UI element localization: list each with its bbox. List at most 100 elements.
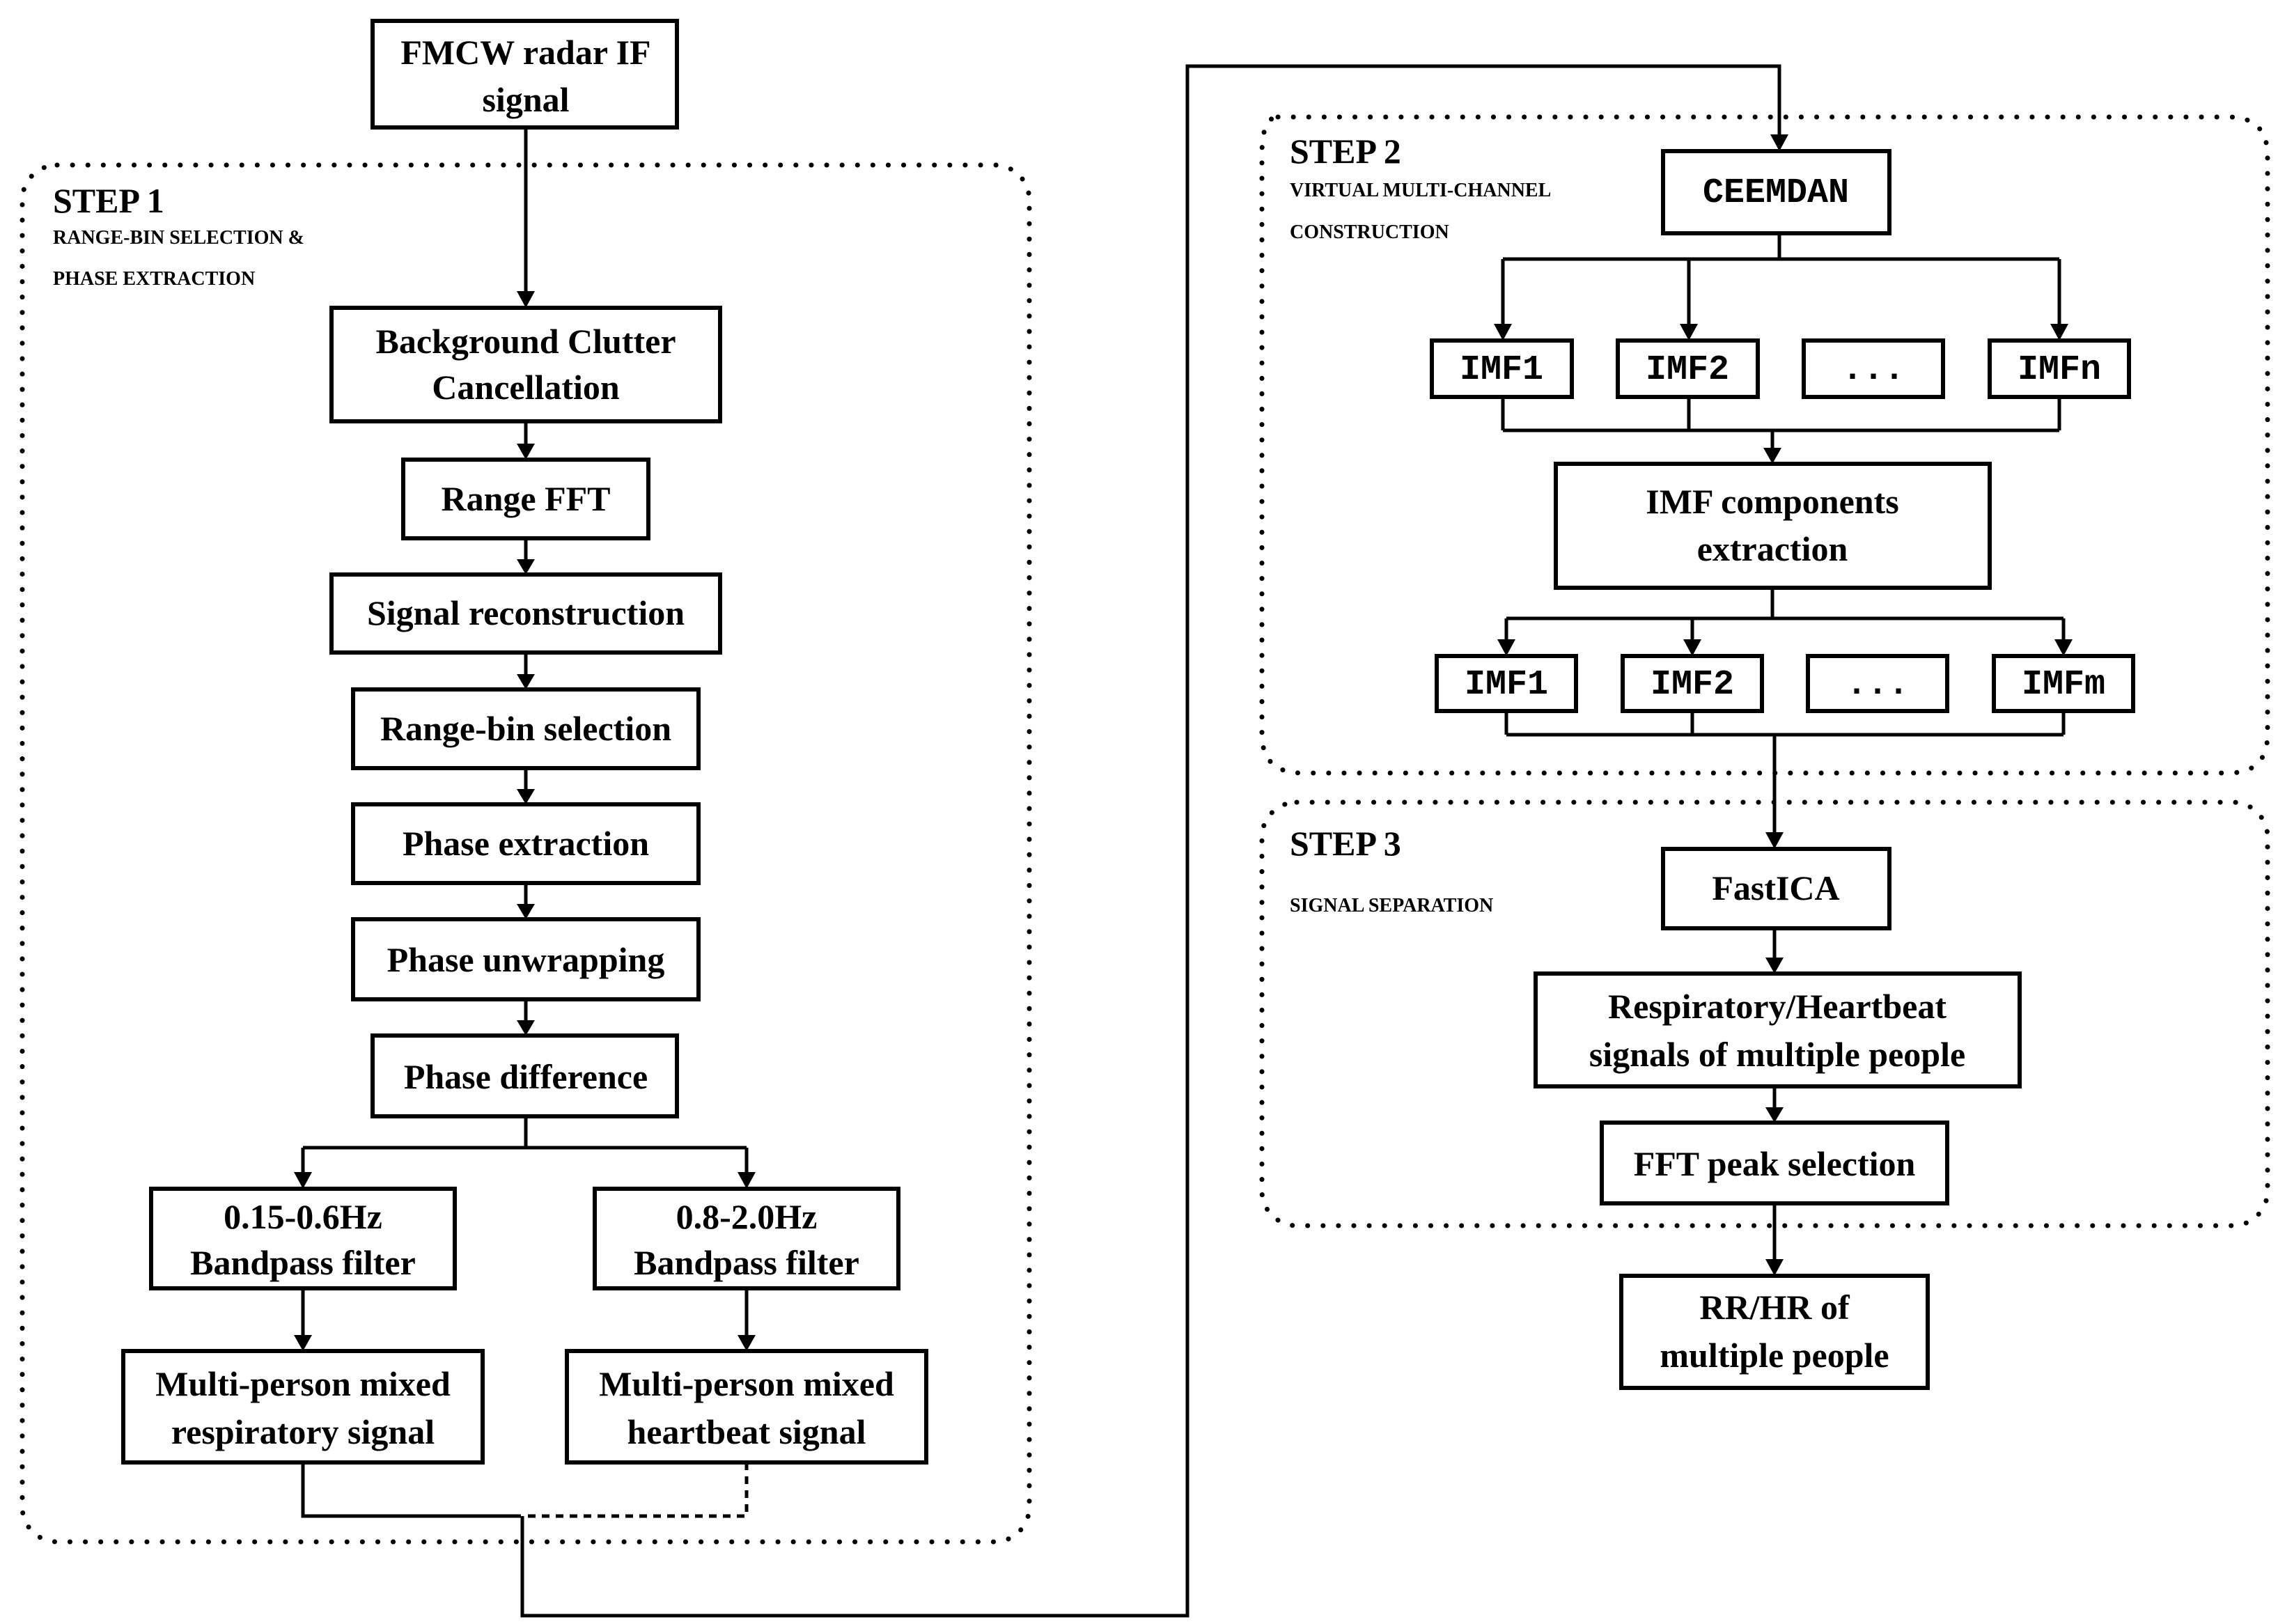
imf-row1-label-1: IMF1 — [1460, 350, 1543, 390]
arrowhead — [294, 1335, 312, 1351]
range-bin-selection-box: Range-bin selection — [351, 687, 701, 770]
arrowhead — [1494, 324, 1512, 341]
respiratory-heartbeat-line1: Respiratory/Heartbeat — [1608, 987, 1947, 1026]
arrowhead — [1765, 1259, 1784, 1276]
imf-row1-label-2: IMF2 — [1646, 350, 1729, 390]
imf-row2-label-2: IMF2 — [1651, 665, 1734, 705]
phase-difference-label: Phase difference — [404, 1057, 648, 1096]
arrowhead — [1680, 324, 1698, 341]
connector-imfrow2-merge — [1504, 711, 2066, 832]
arrowhead — [738, 1335, 756, 1351]
arrowhead — [517, 789, 535, 804]
connector-imfrow1-merge — [1501, 397, 2061, 448]
mixed-heartbeat-box: Multi-person mixed heartbeat signal — [565, 1349, 928, 1465]
arrowhead — [517, 291, 535, 308]
bandpass-respiratory-line1: 0.15-0.6Hz — [224, 1197, 382, 1236]
arrowhead — [294, 1172, 312, 1189]
mixed-respiratory-box: Multi-person mixed respiratory signal — [121, 1349, 485, 1465]
output-line1: RR/HR of — [1699, 1288, 1850, 1327]
bandpass-respiratory-line2: Bandpass filter — [190, 1243, 416, 1282]
arrowhead — [517, 444, 535, 460]
imf-row1-label-n: IMFn — [2018, 350, 2101, 390]
arrowhead — [517, 559, 535, 575]
imf-extraction-box: IMF components extraction — [1554, 462, 1992, 590]
respiratory-heartbeat-line2: signals of multiple people — [1589, 1035, 1965, 1074]
arrowhead — [1765, 958, 1784, 974]
background-clutter-box: Background Clutter Cancellation — [329, 306, 722, 423]
step2-region — [1259, 114, 2270, 776]
fft-peak-selection-label: FFT peak selection — [1634, 1144, 1916, 1183]
connector-step1-to-step2 — [520, 64, 1781, 1618]
ceemdan-label: CEEMDAN — [1703, 173, 1849, 213]
step3-region — [1259, 799, 2270, 1228]
input-label-line1: FMCW radar IF — [400, 33, 650, 72]
step2-title: STEP 2 — [1290, 132, 1401, 171]
background-label-line1: Background Clutter — [375, 322, 676, 361]
step2-subtitle-line2: CONSTRUCTION — [1290, 221, 1449, 243]
connector-mixedresp-merge — [301, 1462, 521, 1518]
mixed-respiratory-line1: Multi-person mixed — [155, 1364, 451, 1403]
mixed-heartbeat-line1: Multi-person mixed — [599, 1364, 894, 1403]
imf-row2-label-m: IMFm — [2022, 665, 2105, 705]
bandpass-heartbeat-line1: 0.8-2.0Hz — [676, 1197, 818, 1236]
step3-subtitle-line1: SIGNAL SEPARATION — [1290, 895, 1493, 916]
step2-subtitle-line1: VIRTUAL MULTI-CHANNEL — [1290, 180, 1551, 201]
connector-extraction-split — [1504, 588, 2066, 639]
imf-row1-box-2: IMF2 — [1616, 338, 1760, 399]
imf-row2-box-m: IMFm — [1992, 654, 2135, 713]
fastica-label: FastICA — [1712, 868, 1839, 907]
arrowhead — [738, 1172, 756, 1189]
step1-subtitle-line2: PHASE EXTRACTION — [53, 268, 255, 290]
range-bin-selection-label: Range-bin selection — [380, 709, 671, 748]
arrowhead — [1765, 832, 1784, 849]
arrowhead — [517, 1020, 535, 1036]
arrowhead — [1765, 1107, 1784, 1123]
output-box: RR/HR of multiple people — [1619, 1274, 1930, 1390]
arrowhead — [2054, 639, 2073, 656]
imf-row2-box-2: IMF2 — [1621, 654, 1764, 713]
bandpass-heartbeat-line2: Bandpass filter — [634, 1243, 859, 1282]
arrowhead — [1683, 639, 1701, 656]
imf-row2-label-1: IMF1 — [1465, 665, 1548, 705]
background-label-line2: Cancellation — [432, 368, 620, 407]
input-label-line2: signal — [482, 80, 569, 119]
bandpass-respiratory-box: 0.15-0.6Hz Bandpass filter — [149, 1187, 457, 1290]
range-fft-box: Range FFT — [401, 458, 650, 540]
imf-row1-box-n: IMFn — [1988, 338, 2131, 399]
imf-extraction-line1: IMF components — [1646, 482, 1898, 521]
arrowhead — [1770, 134, 1788, 151]
output-line2: multiple people — [1660, 1336, 1889, 1375]
arrowhead — [517, 674, 535, 689]
bandpass-heartbeat-box: 0.8-2.0Hz Bandpass filter — [593, 1187, 900, 1290]
arrowhead — [2050, 324, 2068, 341]
step1-region — [19, 162, 1032, 1545]
mixed-respiratory-line2: respiratory signal — [171, 1412, 435, 1451]
phase-unwrapping-label: Phase unwrapping — [387, 940, 665, 979]
connector-difference-split — [301, 1116, 749, 1172]
range-fft-label: Range FFT — [441, 479, 610, 518]
arrowhead — [1497, 639, 1515, 656]
imf-row2-label-ellipsis: ... — [1846, 665, 1909, 705]
arrowhead — [1763, 448, 1781, 464]
imf-row1-label-ellipsis: ... — [1842, 350, 1905, 390]
signal-reconstruction-label: Signal reconstruction — [367, 593, 685, 632]
fft-peak-selection-box: FFT peak selection — [1600, 1121, 1949, 1205]
step1-subtitle-line1: RANGE-BIN SELECTION & — [53, 227, 304, 249]
phase-unwrapping-box: Phase unwrapping — [351, 917, 701, 1001]
connector-ceemdan-split — [1501, 233, 2061, 324]
imf-row1-box-ellipsis: ... — [1802, 338, 1945, 399]
connector-mixedheart-merge — [524, 1462, 749, 1518]
respiratory-heartbeat-box: Respiratory/Heartbeat signals of multipl… — [1534, 971, 2022, 1088]
input-box: FMCW radar IF signal — [370, 19, 679, 130]
phase-difference-box: Phase difference — [370, 1033, 679, 1118]
arrowhead — [517, 904, 535, 919]
imf-extraction-line2: extraction — [1697, 529, 1848, 568]
step3-title: STEP 3 — [1290, 824, 1401, 863]
fastica-box: FastICA — [1661, 847, 1891, 930]
imf-row1-box-1: IMF1 — [1430, 338, 1574, 399]
imf-row2-box-1: IMF1 — [1435, 654, 1578, 713]
signal-reconstruction-box: Signal reconstruction — [329, 572, 722, 655]
phase-extraction-box: Phase extraction — [351, 802, 701, 885]
ceemdan-box: CEEMDAN — [1661, 149, 1891, 235]
